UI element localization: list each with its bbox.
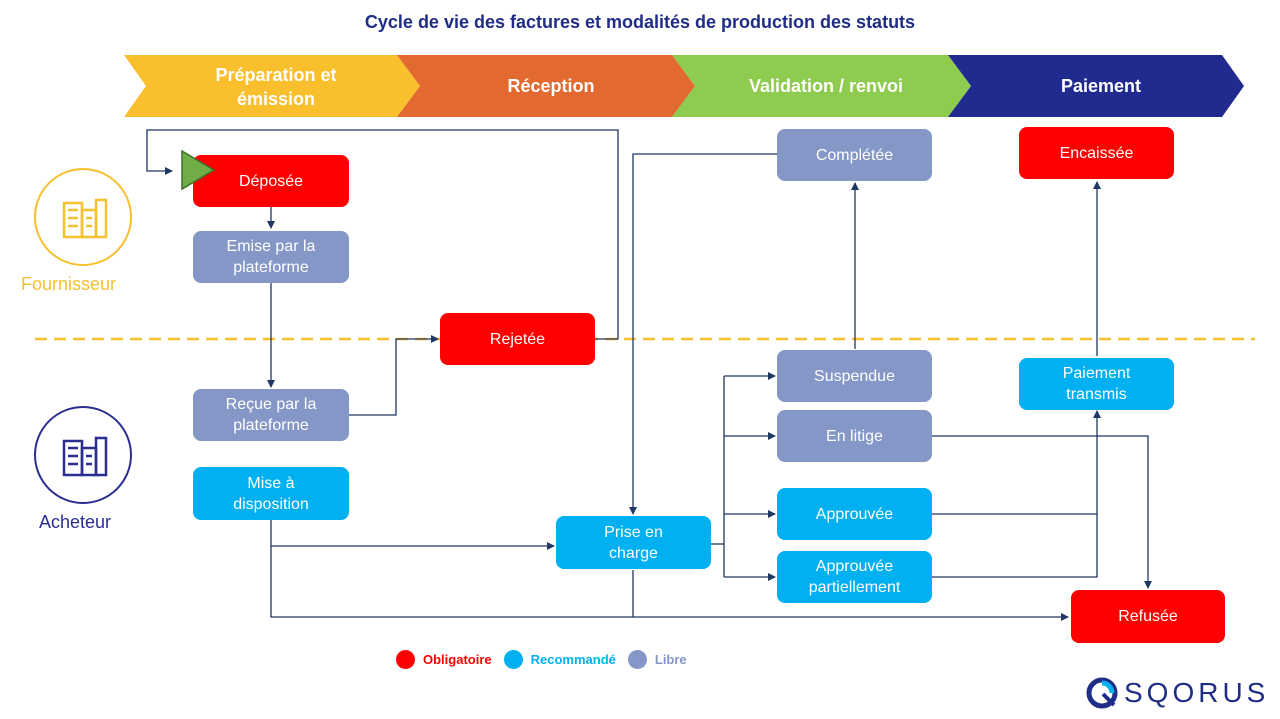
status-deposee: Déposée [193,155,349,207]
connector-litige-refusee [932,435,1152,589]
phase-chevron-reception [397,55,695,117]
status-label: Déposée [238,172,304,190]
sqorus-logo-text: SQORUS [1124,677,1270,708]
legend-item-obligatoire: Obligatoire [396,650,492,669]
status-approuvee: Approuvée [777,488,932,540]
phase-chevron-paiement [948,55,1244,117]
legend-label-obligatoire: Obligatoire [423,652,492,667]
phase-label-preparation-1: Préparation et [215,65,336,85]
status-completee: Complétée [777,129,932,181]
status-encaissee: Encaissée [1019,127,1174,179]
phase-label-reception: Réception [507,76,594,96]
sqorus-logo: SQORUS [1086,676,1269,710]
phase-chevron-preparation [124,55,420,117]
legend-label-recommande: Recommandé [530,652,616,667]
diagram-title: Cycle de vie des factures et modalités d… [364,12,916,32]
supplier-actor-icon [34,168,132,266]
connector-mise-dispo-refusee [270,546,1069,621]
legend-dot-libre [627,650,647,669]
legend-dot-obligatoire [396,650,415,669]
connector-approuvee-part-paiement [932,514,1098,578]
connector-completee-prise [629,153,777,515]
sqorus-logo-icon [1086,677,1118,709]
buyer-label: Acheteur [39,512,112,532]
connector-mise-dispo-prise [270,520,555,550]
status-refusee: Refusée [1071,590,1225,643]
start-marker-icon [181,149,216,191]
status-en-litige: En litige [777,410,932,462]
building-icon [62,436,108,477]
connector-recue-rejetee [348,335,439,416]
phase-label-preparation-2: émission [237,89,315,109]
status-suspendue: Suspendue [777,350,932,402]
legend-item-recommande: Recommandé [503,650,616,669]
buyer-actor-icon [34,406,132,504]
phase-label-paiement: Paiement [1061,76,1141,96]
legend-label-libre: Libre [654,652,687,667]
phase-chevron-validation [672,55,971,117]
legend: Obligatoire Recommandé Libre [396,650,699,669]
phase-label-validation: Validation / renvoi [749,76,903,96]
connectors [146,129,1152,621]
supplier-label: Fournisseur [21,274,117,294]
status-rejetee: Rejetée [440,313,595,365]
legend-item-libre: Libre [627,650,687,669]
connector-return-to-deposee [146,129,619,340]
legend-dot-recommande [503,650,523,669]
connector-approuvee-paiement [932,410,1101,515]
phase-chevrons: Préparation et émission Réception Valida… [124,55,1244,117]
building-icon [62,198,108,239]
